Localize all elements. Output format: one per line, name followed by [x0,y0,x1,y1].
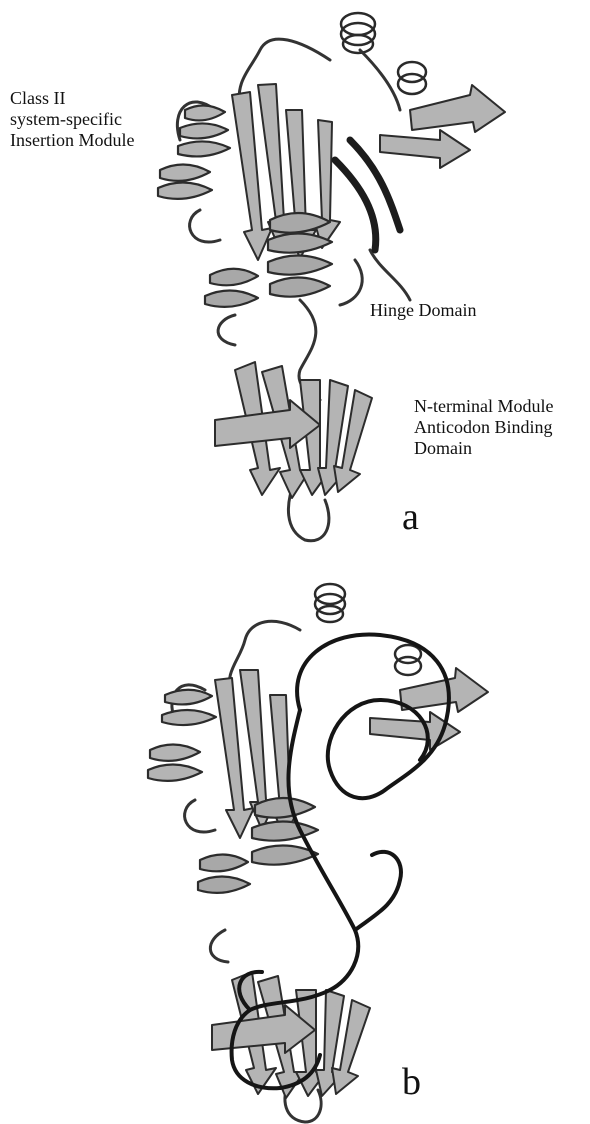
panel-b: b [0,560,590,1124]
protein-ribbon-b [0,560,590,1124]
n-terminal-module-label: N-terminal Module Anticodon Binding Doma… [414,396,553,460]
protein-ribbon-a [0,0,590,560]
insertion-helices-a [158,105,230,198]
panel-a: Class II system-specific Insertion Modul… [0,0,590,560]
panel-b-letter: b [402,1060,421,1105]
panel-a-letter: a [402,495,419,540]
insertion-helices-b [148,690,216,781]
n-terminal-barrel-b [212,972,370,1098]
insertion-module-label: Class II system-specific Insertion Modul… [10,88,134,152]
dark-strand-a [335,140,400,250]
top-helix-a [341,13,375,53]
n-terminal-barrel-a [215,362,372,498]
hinge-domain-label: Hinge Domain [370,300,476,321]
central-helices-a [205,213,332,307]
top-helix-b [315,584,345,622]
right-helix-b [395,645,421,675]
central-helices-b [198,798,318,893]
beta-sheets-a [232,84,505,260]
right-helix-a [398,62,426,94]
